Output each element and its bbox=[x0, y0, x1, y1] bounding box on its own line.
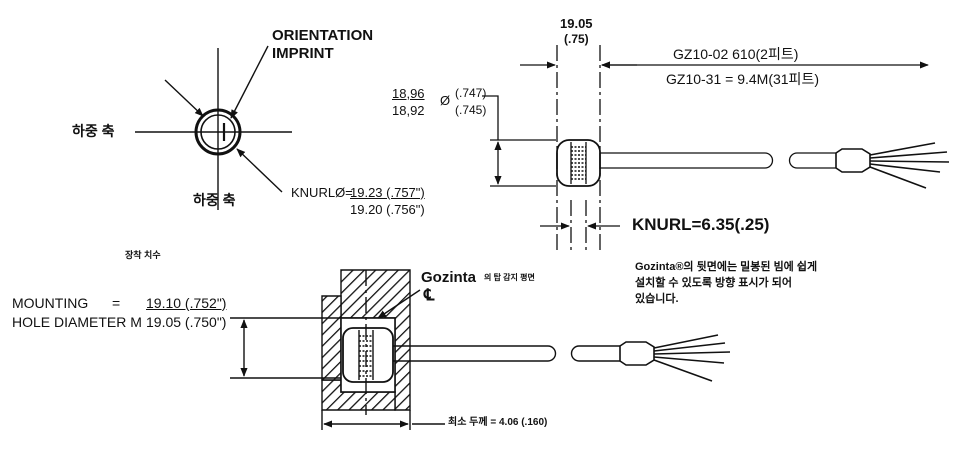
cable-segment-left bbox=[600, 152, 774, 169]
diameter-leader bbox=[482, 95, 499, 140]
knurl-pattern bbox=[571, 146, 586, 180]
body-diameter-min-in: (.745) bbox=[455, 103, 487, 117]
gozinta-plane-label: 의 탑 감지 평면 bbox=[484, 273, 535, 282]
orientation-leader bbox=[230, 45, 269, 119]
hole-diameter-min: 19.05 (.750") bbox=[146, 314, 227, 330]
mounting-section bbox=[230, 269, 731, 430]
end-view-inner-circle bbox=[200, 114, 236, 150]
end-view-outer-circle bbox=[194, 108, 242, 156]
hatch-left-wall bbox=[321, 295, 342, 381]
load-axis-label-horizontal: 하중 축 bbox=[72, 123, 115, 139]
diameter-symbol: Ø bbox=[440, 93, 451, 108]
body-width-mm: 19.05 bbox=[560, 16, 593, 31]
hole-diameter-label: HOLE DIAMETER M bbox=[12, 314, 142, 330]
cable-wires bbox=[869, 142, 950, 189]
mounted-grommet bbox=[619, 341, 655, 366]
cable-segment-right bbox=[788, 152, 836, 169]
knurl-length-label: KNURL=6.35(.25) bbox=[632, 215, 770, 234]
gozinta-leader bbox=[377, 289, 421, 319]
mounted-cable-right bbox=[570, 345, 620, 362]
knurl-diameter-min: 19.20 (.756") bbox=[350, 202, 425, 217]
body-width-in: (.75) bbox=[564, 32, 589, 46]
body-diameter-max-in: (.747) bbox=[455, 86, 487, 100]
end-view bbox=[135, 45, 292, 210]
knurl-arrow-lower-right bbox=[236, 148, 283, 193]
mounting-label: MOUNTING bbox=[12, 295, 89, 311]
centerline-symbol: ℄ bbox=[424, 287, 435, 304]
cable-grommet bbox=[835, 148, 871, 173]
body-diameter-max: 18,96 bbox=[392, 86, 425, 101]
mounted-wires bbox=[653, 334, 731, 382]
mounted-sensor-body bbox=[342, 327, 394, 383]
sensor-body bbox=[556, 139, 601, 187]
orientation-label: ORIENTATION bbox=[272, 27, 374, 44]
cable-length-option-2: GZ10-31 = 9.4M(31피트) bbox=[666, 71, 819, 87]
cable-length-option-1: GZ10-02 610(2피트) bbox=[673, 46, 799, 62]
note-line-2: 설치할 수 있도록 방향 표시가 되어 bbox=[635, 277, 792, 289]
hole-diameter-max: 19.10 (.752") bbox=[146, 295, 227, 311]
side-view bbox=[482, 45, 950, 252]
mounting-equals: = bbox=[112, 295, 121, 311]
mounting-dimensions-title: 장착 치수 bbox=[125, 250, 161, 260]
load-axis-label-vertical: 하중 축 bbox=[193, 192, 236, 208]
min-thickness-label: 최소 두께 = 4.06 (.160) bbox=[448, 417, 548, 428]
gozinta-label: Gozinta bbox=[421, 269, 476, 286]
knurl-arrow-upper-left bbox=[164, 79, 204, 117]
body-diameter-min: 18,92 bbox=[392, 103, 425, 118]
imprint-label: IMPRINT bbox=[272, 45, 334, 62]
knurl-diameter-label: KNURLØ= bbox=[291, 185, 353, 200]
note-line-3: 있습니다. bbox=[635, 293, 679, 305]
note-line-1: Gozinta®의 뒷면에는 밀봉된 빔에 쉽게 bbox=[635, 261, 818, 273]
mounted-cable-left bbox=[393, 345, 557, 362]
knurl-diameter-max: 19.23 (.757") bbox=[350, 185, 425, 200]
